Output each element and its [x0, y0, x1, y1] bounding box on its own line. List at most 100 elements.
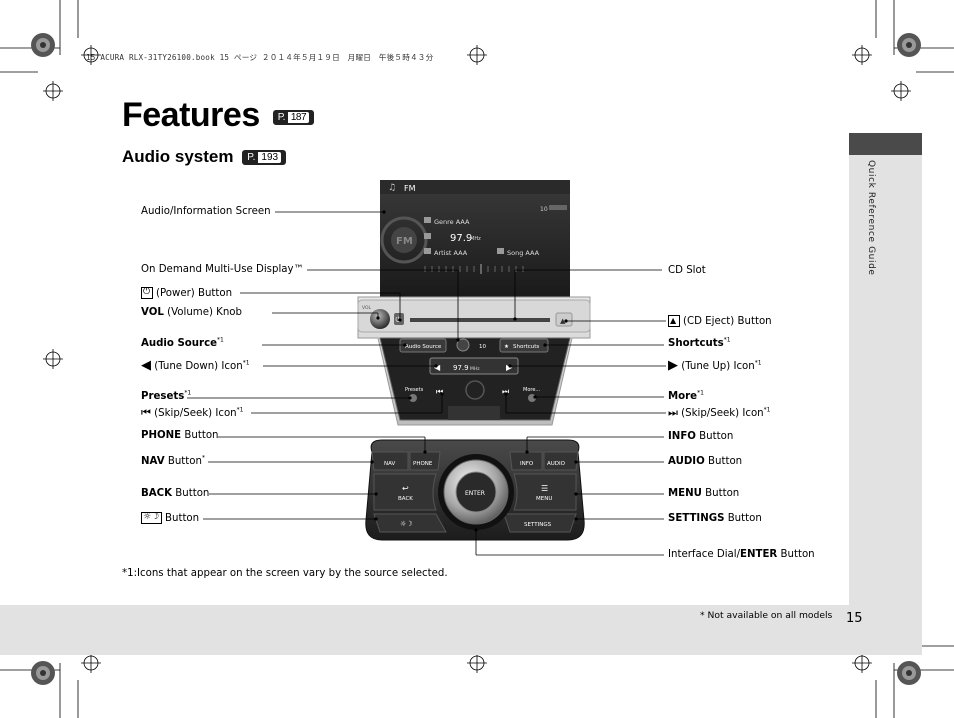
callout-enter-bold: ENTER: [740, 549, 778, 560]
callout-skip-seek-left: ⏮ (Skip/Seek) Icon*1: [141, 407, 243, 420]
callout-power-button: ⏻(Power) Button: [141, 287, 232, 300]
callout-tune-down-text: (Tune Down) Icon: [154, 361, 243, 372]
subtitle-page-reference[interactable]: P.193: [242, 150, 287, 166]
star-icon: ★: [504, 344, 509, 350]
skip-back-icon: ⏮: [141, 406, 151, 419]
callout-button-word: Button: [701, 488, 740, 499]
settings-button[interactable]: [503, 513, 577, 533]
callout-button-word: Button: [724, 513, 762, 524]
footer-band: [0, 605, 922, 655]
nav-button[interactable]: [371, 451, 409, 471]
callout-menu-button: MENU Button: [668, 488, 739, 500]
callout-settings-bold: SETTINGS: [668, 513, 725, 524]
fm-logo-icon: [380, 216, 428, 264]
audio-button[interactable]: [543, 451, 579, 471]
phone-label: PHONE: [413, 461, 433, 467]
brightness-icon: ☼☽: [141, 512, 162, 524]
skip-back-icon[interactable]: ⏮: [436, 387, 443, 396]
footnote-marker: *1: [723, 336, 731, 344]
callout-back-bold: BACK: [141, 488, 173, 499]
callout-shortcuts-bold: Shortcuts: [668, 338, 724, 349]
volume-knob[interactable]: [370, 309, 390, 329]
callout-settings-button: SETTINGS Button: [668, 513, 762, 525]
side-tab-band: [849, 133, 922, 605]
tune-up-icon: ▶: [668, 358, 678, 373]
callout-vol-rest: (Volume) Knob: [163, 307, 243, 318]
print-header: 15 ACURA RLX-31TY26100.book 15 ページ ２０１４年…: [86, 53, 434, 62]
callout-cd-slot: CD Slot: [668, 265, 706, 276]
cd-eject-button[interactable]: [555, 312, 573, 327]
ref-page: 193: [258, 152, 282, 164]
shortcuts-tab[interactable]: [499, 338, 549, 353]
brightness-icon: ☼☽: [400, 520, 413, 528]
footnote-marker: *1: [184, 389, 192, 397]
page-number: 15: [846, 611, 863, 626]
callout-interface-dial: Interface Dial/ENTER Button: [668, 549, 815, 561]
audio-source-tab[interactable]: [399, 338, 447, 353]
screen-volume: 10: [540, 206, 548, 213]
menu-button[interactable]: [513, 473, 577, 511]
nav-label: NAV: [384, 461, 396, 467]
phone-button[interactable]: [409, 451, 441, 471]
callout-button-word: Button: [777, 549, 815, 560]
page-title-text: Features: [122, 96, 260, 134]
info-button[interactable]: [509, 451, 543, 471]
callout-cd-eject-text: (CD Eject) Button: [683, 316, 772, 327]
settings-label: SETTINGS: [524, 522, 552, 528]
screen-song: Song AAA: [507, 249, 540, 257]
eject-icon: ▲: [560, 317, 566, 325]
callout-info-button: INFO Button: [668, 431, 733, 443]
callout-menu-bold: MENU: [668, 488, 702, 499]
callout-skip-left-text: (Skip/Seek) Icon: [154, 408, 237, 419]
callout-tune-up-text: (Tune Up) Icon: [681, 361, 755, 372]
callout-cd-eject: ▲(CD Eject) Button: [668, 315, 772, 328]
back-icon: ↩: [402, 484, 409, 493]
callout-skip-right-text: (Skip/Seek) Icon: [681, 408, 764, 419]
callout-presets: Presets*1: [141, 389, 192, 403]
callout-audio-button: AUDIO Button: [668, 456, 742, 468]
callout-button-word: Button: [164, 456, 202, 467]
skip-forward-icon[interactable]: ⏭: [502, 387, 509, 396]
lower-frequency: 97.9: [453, 364, 469, 372]
footnote-marker: *1: [754, 359, 762, 367]
footnote-marker: *1: [763, 406, 771, 414]
svg-text:FM: FM: [396, 236, 413, 247]
screen-genre: Genre AAA: [434, 218, 470, 226]
callout-audio-source: Audio Source*1: [141, 337, 224, 350]
back-label: BACK: [398, 496, 413, 502]
callout-skip-seek-right: ⏭ (Skip/Seek) Icon*1: [668, 407, 770, 420]
enter-button[interactable]: [455, 471, 497, 513]
side-tab-label: Quick Reference Guide: [866, 160, 876, 276]
title-page-reference[interactable]: P.187: [272, 109, 315, 125]
callout-shortcuts: Shortcuts*1: [668, 336, 731, 350]
screen-unit: MHz: [470, 236, 481, 242]
callout-phone-bold: PHONE: [141, 430, 182, 441]
tuning-scale: [424, 264, 524, 274]
ref-prefix: P.: [247, 152, 256, 164]
screen-source: FM: [404, 184, 416, 193]
callout-vol-bold: VOL: [141, 307, 164, 318]
callout-button-word: Button: [172, 488, 210, 499]
callout-brightness-button: ☼☽Button: [141, 512, 199, 525]
skip-forward-icon: ⏭: [668, 406, 678, 419]
presets-button[interactable]: [409, 394, 417, 402]
callout-presets-bold: Presets: [141, 391, 185, 402]
back-button[interactable]: [373, 473, 437, 511]
callout-volume-knob: VOL (Volume) Knob: [141, 307, 242, 319]
info-label: INFO: [520, 461, 534, 467]
brightness-button[interactable]: [373, 513, 447, 533]
callout-audio-bold: AUDIO: [668, 456, 705, 467]
tune-down-icon[interactable]: ◀: [434, 363, 441, 372]
footnote-marker: *1: [697, 389, 704, 397]
side-tab-marker: [849, 133, 922, 155]
callout-dots: [370, 210, 578, 532]
callout-audio-source-bold: Audio Source: [141, 338, 218, 349]
cd-slot: [410, 318, 550, 322]
callout-dial-prefix: Interface Dial/: [668, 549, 741, 560]
callout-back-button: BACK Button: [141, 488, 209, 500]
icons-footnote: *1:Icons that appear on the screen vary …: [122, 568, 448, 579]
screen-artist: Artist AAA: [434, 249, 468, 257]
callout-nav-bold: NAV: [141, 456, 165, 467]
